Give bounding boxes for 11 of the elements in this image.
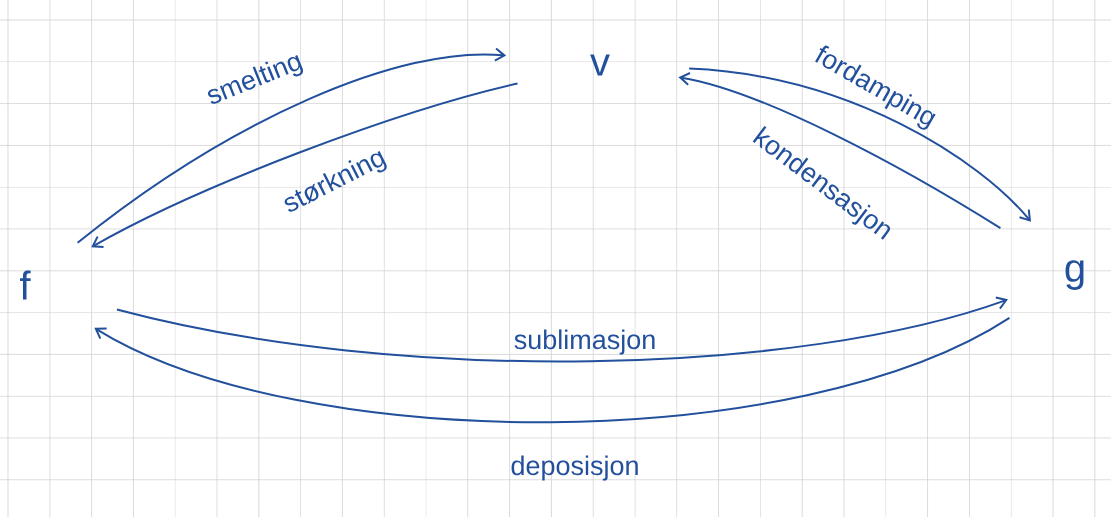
- state-letter: f: [20, 270, 31, 300]
- arrow: [76, 47, 507, 244]
- arrow: [94, 316, 1011, 424]
- state-letter: g: [1065, 260, 1084, 290]
- edge-label: deposisjon: [511, 455, 638, 481]
- arrow: [688, 67, 1032, 222]
- edge-label: sublimasjon: [514, 329, 655, 355]
- arrow: [678, 72, 1002, 230]
- arrow: [91, 82, 519, 249]
- state-letter: v: [590, 54, 610, 76]
- arrow: [115, 296, 1008, 363]
